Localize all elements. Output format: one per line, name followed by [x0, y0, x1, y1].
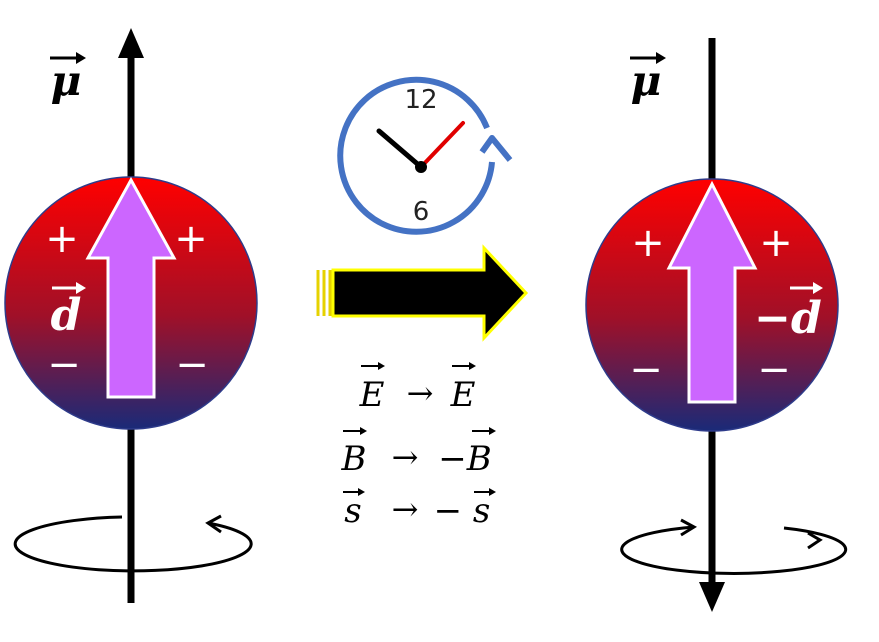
left-minus-left: −: [47, 342, 81, 388]
left-rotation-ellipse: [13, 515, 253, 573]
left-mu-label: μ: [50, 52, 86, 105]
right-rotation-arrowhead-right: [807, 531, 823, 550]
transformation-arrow: [316, 244, 529, 342]
left-rotation-arrowhead: [205, 514, 222, 534]
svg-text:s: s: [344, 491, 361, 531]
svg-text:d: d: [51, 290, 82, 341]
clock-number-12: 12: [404, 85, 437, 115]
svg-text:−d: −d: [754, 293, 822, 344]
svg-text:μ: μ: [51, 56, 82, 105]
right-minus-left: −: [629, 347, 663, 393]
right-dipole-arrow: [666, 180, 758, 404]
svg-text:−B: −B: [438, 439, 491, 479]
clock: 12 6: [337, 76, 513, 235]
equation-s: s → − s: [343, 488, 496, 531]
svg-text:B: B: [341, 439, 367, 479]
right-particle: + + − − −d μ: [585, 38, 848, 612]
right-rotation-ellipse: [620, 525, 848, 575]
equation-e: E → E: [359, 362, 476, 415]
clock-ring-arrowhead: [479, 135, 513, 162]
clock-hour-hand: [376, 128, 424, 170]
right-minus-right: −: [757, 347, 791, 393]
clock-ring: [337, 76, 495, 235]
svg-text:→: →: [407, 374, 434, 412]
equation-b: B → −B: [341, 427, 496, 479]
right-plus-left: +: [631, 220, 665, 266]
left-axis-arrowhead: [118, 28, 144, 58]
svg-text:→: →: [392, 490, 419, 528]
left-d-label: d: [51, 282, 86, 341]
clock-number-6: 6: [413, 197, 430, 227]
left-particle: + + − − d μ: [4, 28, 258, 603]
svg-text:→: →: [392, 438, 419, 476]
svg-text:E: E: [450, 375, 476, 415]
clock-second-hand: [419, 121, 465, 169]
svg-text:μ: μ: [631, 56, 662, 105]
svg-text:E: E: [359, 375, 385, 415]
left-plus-right: +: [174, 216, 208, 262]
right-plus-right: +: [759, 220, 793, 266]
transformation-equations: E → E B → −B s → − s: [341, 362, 496, 531]
svg-text:− s: − s: [434, 491, 491, 531]
left-plus-left: +: [45, 216, 79, 262]
right-rotation-arrowhead-left: [680, 518, 698, 537]
right-d-label: −d: [754, 282, 823, 344]
left-minus-right: −: [175, 342, 209, 388]
clock-center: [415, 161, 427, 173]
right-mu-label: μ: [630, 52, 666, 105]
right-axis-arrowhead: [699, 582, 725, 612]
left-dipole-arrow: [85, 176, 177, 399]
